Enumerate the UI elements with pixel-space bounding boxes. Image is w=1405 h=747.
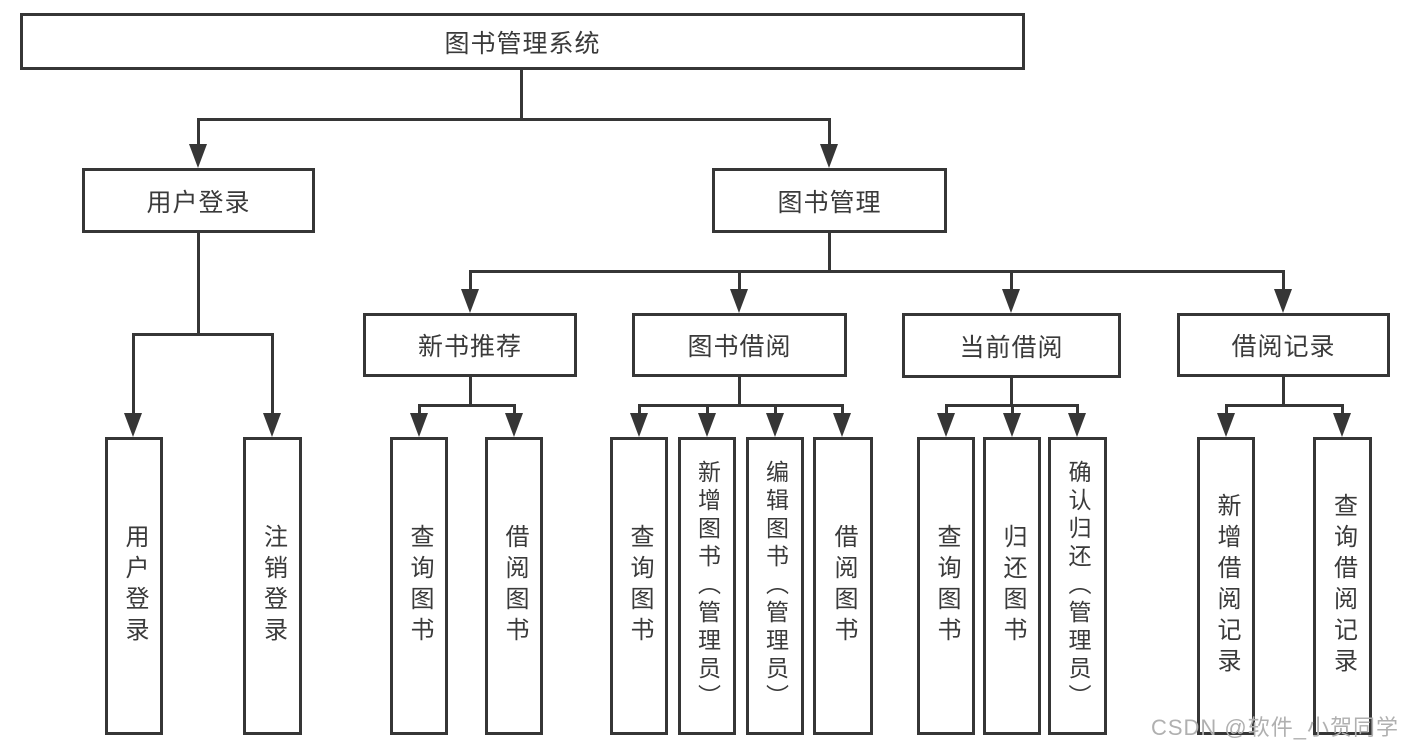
leaf-query-books-borrowing: 查询图书 [610,437,668,735]
leaf-query-books-current: 查询图书 [917,437,975,735]
leaf-return-books: 归还图书 [983,437,1041,735]
connector-line [828,230,831,273]
connector-line [197,231,200,336]
leaf-confirm-return-admin: 确认归还（管理员） [1048,437,1107,735]
connector-line [132,333,135,415]
connector-line [271,333,274,415]
arrow-down-icon [124,413,142,437]
arrow-down-icon [1002,289,1020,313]
connector-line [738,375,741,407]
connector-line [1010,375,1013,407]
connector-line [738,270,741,291]
connector-line [418,404,516,407]
arrow-down-icon [505,413,523,437]
arrow-down-icon [937,413,955,437]
leaf-query-books-recommend: 查询图书 [390,437,448,735]
connector-line [828,118,831,146]
arrow-down-icon [1274,289,1292,313]
connector-line [1225,404,1344,407]
connector-line [1282,375,1285,407]
leaf-user-login: 用户登录 [105,437,163,735]
connector-line [520,67,523,120]
leaf-edit-book-admin: 编辑图书（管理员） [746,437,804,735]
arrow-down-icon [766,413,784,437]
connector-line [418,404,421,415]
node-user-login: 用户登录 [82,168,315,233]
arrow-down-icon [1068,413,1086,437]
connector-line [469,375,472,407]
arrow-down-icon [1333,413,1351,437]
arrow-down-icon [820,144,838,168]
arrow-down-icon [263,413,281,437]
connector-line [774,404,777,415]
arrow-down-icon [1217,413,1235,437]
leaf-query-borrow-record: 查询借阅记录 [1313,437,1372,735]
connector-line [841,404,844,415]
arrow-down-icon [410,413,428,437]
node-borrowing-records: 借阅记录 [1177,313,1390,377]
arrow-down-icon [630,413,648,437]
arrow-down-icon [698,413,716,437]
connector-line [1011,404,1014,415]
node-new-book-recommend: 新书推荐 [363,313,577,377]
connector-line [1225,404,1228,415]
arrow-down-icon [730,289,748,313]
leaf-borrow-books-recommend: 借阅图书 [485,437,543,735]
connector-line [132,333,274,336]
leaf-add-book-admin: 新增图书（管理员） [678,437,736,735]
connector-line [706,404,709,415]
connector-line [197,118,831,121]
arrow-down-icon [461,289,479,313]
arrow-down-icon [189,144,207,168]
leaf-add-borrow-record: 新增借阅记录 [1197,437,1255,735]
connector-line [1341,404,1344,415]
arrow-down-icon [833,413,851,437]
leaf-borrow-books-borrowing: 借阅图书 [813,437,873,735]
arrow-down-icon [1003,413,1021,437]
connector-line [469,270,472,291]
node-current-borrowing: 当前借阅 [902,313,1121,378]
connector-line [1076,404,1079,415]
csdn-watermark: CSDN @软件_小贺同学 [1150,715,1399,740]
connector-line [638,404,641,415]
connector-line [638,404,844,407]
connector-line [1010,270,1013,291]
connector-line [513,404,516,415]
connector-line [945,404,948,415]
node-root: 图书管理系统 [20,13,1025,70]
connector-line [197,118,200,146]
connector-line [1282,270,1285,291]
connector-line [469,270,1285,273]
leaf-logout: 注销登录 [243,437,302,735]
node-book-management: 图书管理 [712,168,947,233]
node-book-borrowing: 图书借阅 [632,313,847,377]
